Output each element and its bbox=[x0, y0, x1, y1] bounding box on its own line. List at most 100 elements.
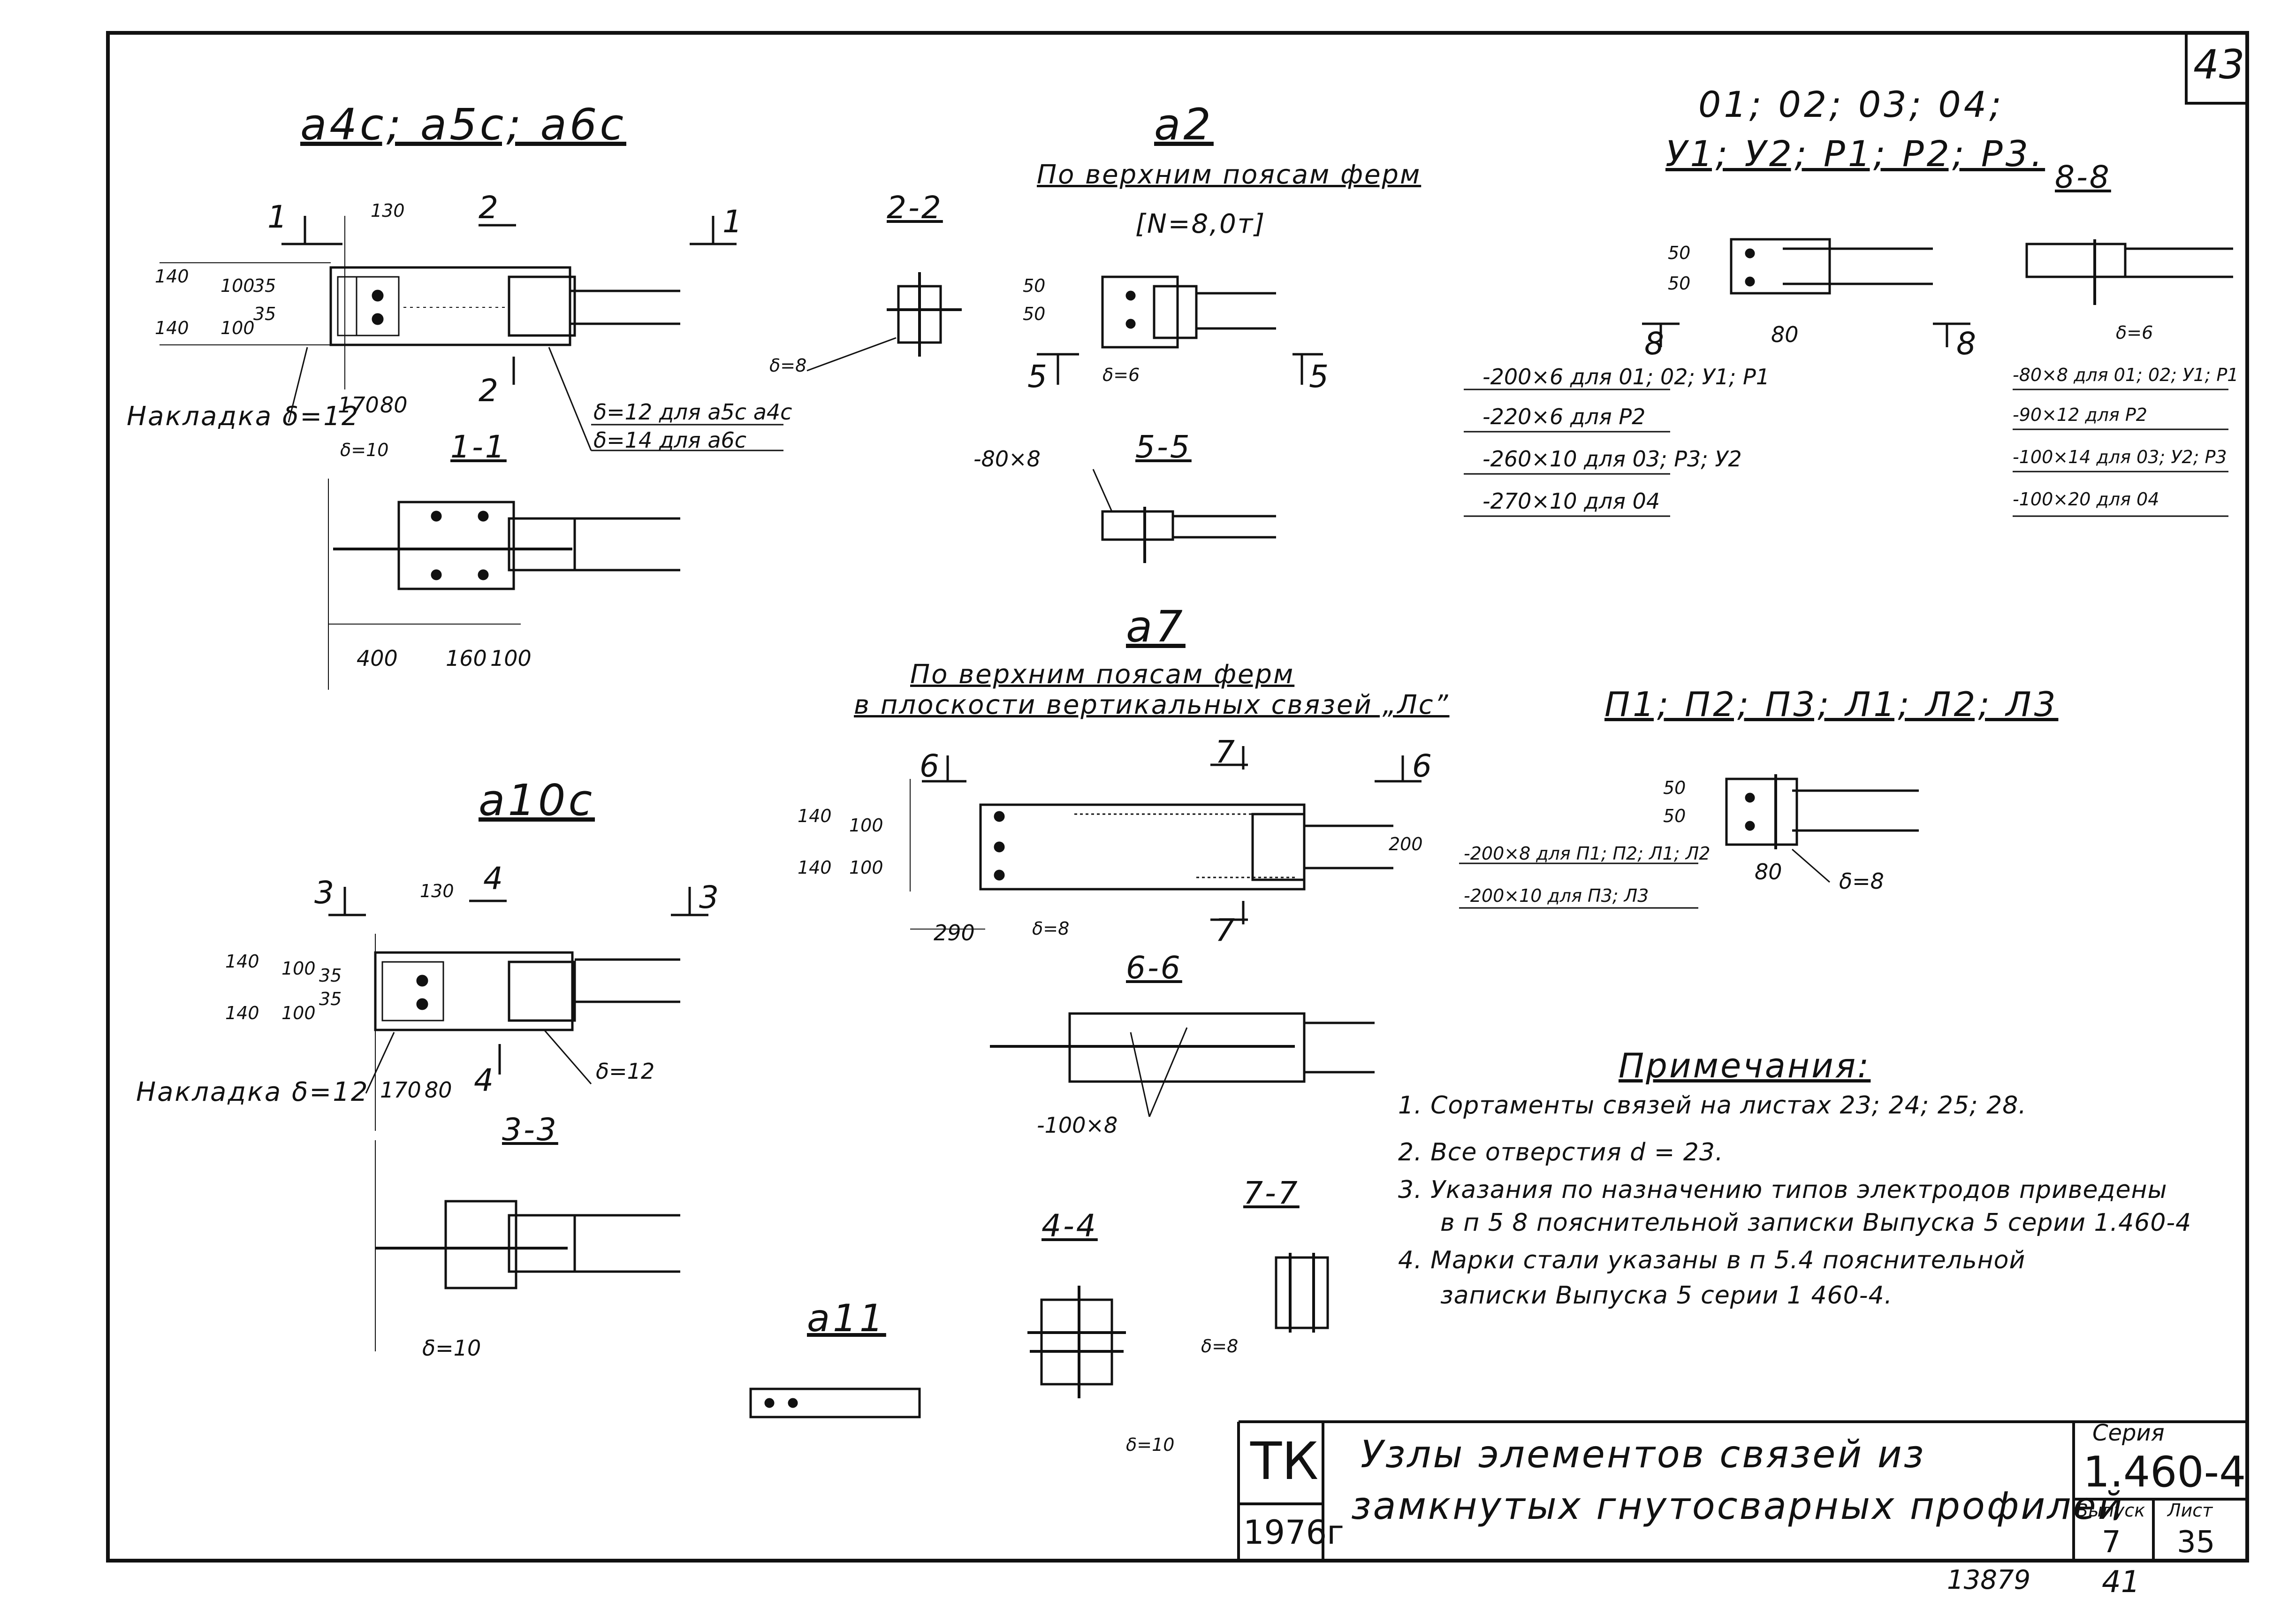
title-block-title-line2: замкнутых гнутосварных профилей bbox=[1351, 1484, 2124, 1528]
section-7-7-title: 7-7 bbox=[1243, 1175, 1300, 1211]
a11-view bbox=[749, 1387, 921, 1418]
p1-view bbox=[1459, 774, 1919, 909]
page-number: 41 bbox=[2102, 1565, 2140, 1600]
a2-cut-5-left: 5 bbox=[1027, 358, 1049, 395]
o1-plate-4: -270×10 для 04 bbox=[1483, 488, 1660, 514]
p1-title: П1; П2; П3; Л1; Л2; Л3 bbox=[1604, 685, 2059, 724]
section-5-5-plate: -80×8 bbox=[973, 446, 1041, 472]
section-1-1-view bbox=[328, 479, 680, 690]
issue-label: Выпуск bbox=[2076, 1500, 2145, 1521]
p1-dim-50b: 50 bbox=[1663, 806, 1686, 826]
a4c-thickness-a: δ=12 для a5c a4c bbox=[593, 399, 792, 425]
a10c-dim-100a: 100 bbox=[281, 958, 316, 979]
a10c-dim-80: 80 bbox=[425, 1077, 452, 1103]
a10c-dim-140a: 140 bbox=[225, 951, 259, 972]
note-item-3: 3. Указания по назначению типов электрод… bbox=[1398, 1176, 2167, 1204]
a7-subtitle-2: в плоскости вертикальных связей „Лс” bbox=[854, 690, 1450, 720]
a10c-title: a10c bbox=[479, 775, 595, 825]
section-2-2-view bbox=[806, 272, 962, 372]
a7-dim-290: 290 bbox=[934, 920, 975, 945]
a10c-dim-140b: 140 bbox=[225, 1003, 259, 1023]
series-label: Серия bbox=[2092, 1420, 2165, 1446]
corner-sheet-number: 43 bbox=[2193, 41, 2245, 88]
a4c-dim-130: 130 bbox=[371, 200, 405, 221]
a4c-dim-140b: 140 bbox=[155, 318, 189, 338]
section-8-8-view bbox=[2013, 239, 2233, 517]
o1-cut-8-right: 8 bbox=[1956, 326, 1978, 362]
section-5-5-title: 5-5 bbox=[1135, 429, 1192, 465]
section-8-8-thickness: δ=6 bbox=[2116, 322, 2153, 343]
title-block-year: 1976г bbox=[1243, 1513, 1344, 1552]
p1-dim-50a: 50 bbox=[1663, 778, 1686, 798]
section-7-7-thickness: δ=8 bbox=[1201, 1336, 1239, 1357]
series-value: 1.460-4 bbox=[2083, 1448, 2246, 1497]
note-item-2: 2. Все отверстия d = 23. bbox=[1398, 1138, 1724, 1166]
a10c-thickness: δ=12 bbox=[596, 1059, 655, 1084]
a7-cut-6-left: 6 bbox=[920, 748, 941, 784]
a4c-elevation bbox=[160, 216, 783, 451]
notes-title: Примечания: bbox=[1619, 1046, 1871, 1085]
note-item-4-cont: записки Выпуска 5 серии 1 460-4. bbox=[1440, 1281, 1893, 1310]
issue-value: 7 bbox=[2102, 1525, 2121, 1560]
a4c-dim-100b: 100 bbox=[220, 318, 255, 338]
section-6-6-title: 6-6 bbox=[1126, 950, 1182, 986]
a10c-cut-3-right: 3 bbox=[699, 879, 721, 915]
a4c-thickness-b: δ=14 для a6c bbox=[593, 427, 747, 453]
a7-view bbox=[910, 746, 1422, 930]
a2-dim-50a: 50 bbox=[1023, 275, 1046, 296]
a2-subtitle: По верхним поясам ферм bbox=[1037, 160, 1422, 190]
o1-title-line1: 01; 02; 03; 04; bbox=[1698, 84, 2004, 125]
a2-force: [N=8,0т] bbox=[1135, 209, 1266, 239]
a2-dim-50b: 50 bbox=[1023, 304, 1046, 324]
a10c-overlay-label: Накладка δ=12 bbox=[136, 1077, 369, 1107]
section-8-8-plate-3: -100×14 для 03; У2; P3 bbox=[2013, 447, 2227, 467]
a7-dim-140a: 140 bbox=[798, 806, 832, 826]
note-item-3-cont: в п 5 8 пояснительной записки Выпуска 5 … bbox=[1440, 1209, 2192, 1237]
section-4-4-view bbox=[1027, 1286, 1126, 1398]
section-1-1-dim-160: 160 bbox=[446, 646, 487, 671]
section-1-1-dim-400: 400 bbox=[357, 646, 398, 671]
a10c-dim-35a: 35 bbox=[319, 965, 342, 986]
section-8-8-plate-2: -90×12 для P2 bbox=[2013, 404, 2147, 425]
section-3-3-thickness: δ=10 bbox=[422, 1335, 481, 1361]
section-1-1-thickness: δ=10 bbox=[340, 440, 389, 460]
title-block-title-line1: Узлы элементов связей из bbox=[1361, 1433, 1926, 1476]
p1-plate-1: -200×8 для П1; П2; Л1; Л2 bbox=[1464, 843, 1711, 864]
o1-plate-2: -220×6 для P2 bbox=[1483, 404, 1646, 429]
title-block-lines bbox=[1237, 1420, 2247, 1561]
section-5-5-view bbox=[1092, 469, 1276, 563]
a7-cut-7-top: 7 bbox=[1215, 734, 1237, 770]
section-6-6-plate: -100×8 bbox=[1037, 1113, 1118, 1138]
a7-subtitle-1: По верхним поясам ферм bbox=[910, 659, 1295, 690]
p1-thickness: δ=8 bbox=[1839, 869, 1884, 894]
o1-view bbox=[1464, 238, 1970, 517]
section-3-3-title: 3-3 bbox=[502, 1112, 558, 1148]
section-4-4-thickness: δ=10 bbox=[1126, 1434, 1175, 1455]
a4c-overlay-label: Накладка δ=12 bbox=[127, 401, 360, 432]
a7-dim-100a: 100 bbox=[849, 815, 883, 836]
section-8-8-title: 8-8 bbox=[2055, 159, 2111, 195]
a11-title: a11 bbox=[807, 1296, 886, 1340]
a4c-dim-140a: 140 bbox=[155, 266, 189, 287]
a7-cut-7-bottom: 7 bbox=[1215, 912, 1237, 948]
a4c-dim-80: 80 bbox=[380, 392, 408, 418]
o1-cut-8-left: 8 bbox=[1644, 326, 1666, 362]
a10c-cut-4-top: 4 bbox=[483, 861, 505, 897]
a7-title: a7 bbox=[1126, 602, 1186, 652]
a4c-cut-1-left: 1 bbox=[267, 199, 289, 235]
section-1-1-title: 1-1 bbox=[450, 429, 507, 465]
a10c-dim-100b: 100 bbox=[281, 1003, 316, 1023]
section-6-6-view bbox=[990, 1012, 1375, 1117]
note-item-4: 4. Марки стали указаны в п 5.4 пояснител… bbox=[1398, 1246, 2026, 1274]
section-8-8-plate-4: -100×20 для 04 bbox=[2013, 489, 2159, 510]
o1-plate-1: -200×6 для 01; 02; У1; P1 bbox=[1483, 364, 1770, 389]
section-2-2-title: 2-2 bbox=[887, 190, 943, 226]
a4c-dim-170: 170 bbox=[338, 392, 379, 418]
o1-title-line2: У1; У2; P1; P2; P3. bbox=[1665, 133, 2045, 175]
a10c-cut-3-left: 3 bbox=[314, 875, 336, 911]
a7-dim-140b: 140 bbox=[798, 857, 832, 878]
a4c-cut-2-top: 2 bbox=[479, 190, 500, 226]
section-8-8-plate-1: -80×8 для 01; 02; У1; P1 bbox=[2013, 365, 2239, 385]
